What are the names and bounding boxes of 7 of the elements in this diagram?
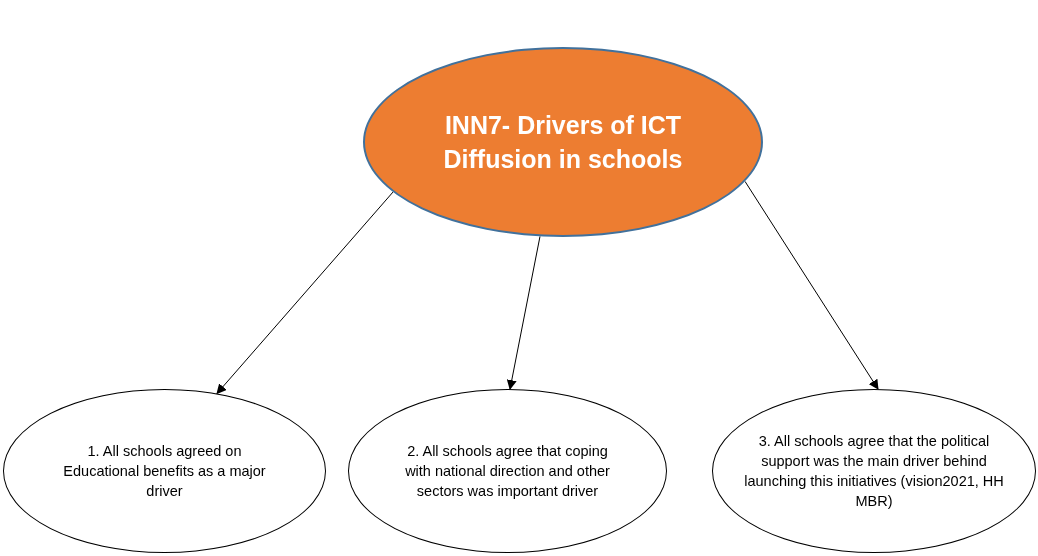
arrow <box>216 191 394 395</box>
ellipse-text: 2. All schools agree that coping with national direction and other sectors was important driver <box>404 442 611 501</box>
ellipse-title: INN7- Drivers of ICT Diffusion in schools <box>442 110 684 175</box>
ellipse-text: 1. All schools agreed on Educational benefits as a major driver <box>62 442 267 501</box>
arrow <box>506 235 541 390</box>
arrow <box>744 180 879 390</box>
ellipse-text: 3. All schools agree that the political support was the main driver behind launching this initiatives (vision2021, HH MBR) <box>743 432 1005 511</box>
